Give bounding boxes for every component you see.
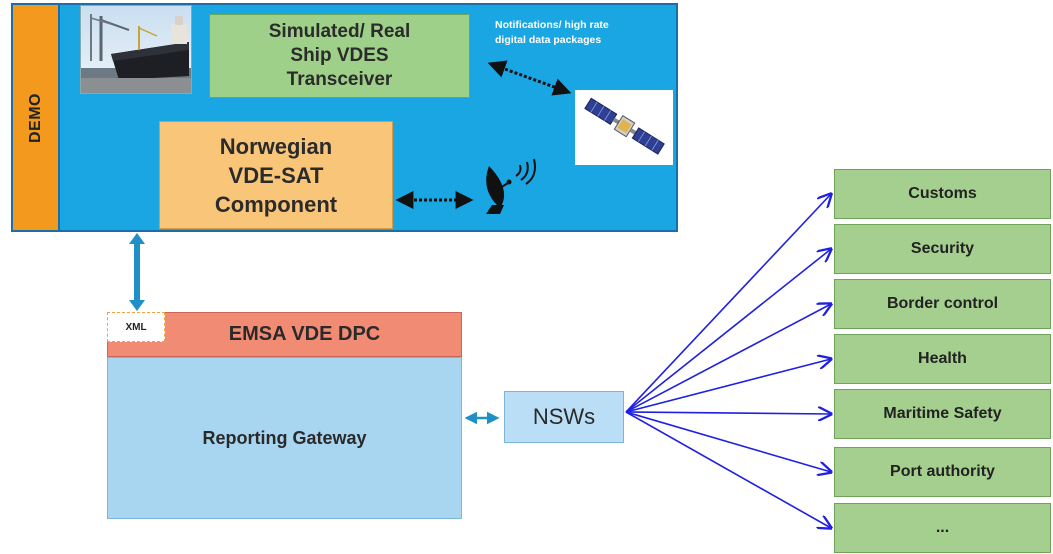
connector-port-authority [625,411,831,472]
notifications-line-2: digital data packages [495,34,602,46]
transceiver-line-1: Simulated/ Real [268,21,411,42]
agency-label: Maritime Safety [883,405,1002,422]
satellite-photo [575,90,673,165]
reporting-gateway-box: Reporting Gateway [107,357,462,519]
connector-maritime-safety [625,412,831,414]
agency-label: Health [918,350,967,367]
agency-label: ... [935,519,950,536]
nsws-box: NSWs [504,391,624,443]
agency-label: Security [910,240,975,257]
emsa-vde-dpc-label: EMSA VDE DPC [228,323,381,345]
notifications-line-1: Notifications/ high rate [495,19,609,31]
agency-maritime-safety: Maritime Safety [834,389,1051,439]
agency-border-control: Border control [834,279,1051,329]
connector-more [625,411,831,528]
emsa-vde-dpc-box: EMSA VDE DPC [107,312,462,357]
agency-customs: Customs [834,169,1051,219]
connector-security [625,249,831,413]
vdesat-line-1: Norwegian [219,133,333,159]
agency-label: Border control [886,295,999,312]
demo-to-emsa-arrow [129,233,145,311]
nsws-fanout [625,194,831,528]
reporting-gateway-label: Reporting Gateway [202,427,367,448]
agency-port-authority: Port authority [834,447,1051,497]
agency-more: ... [834,503,1051,553]
nsws-label: NSWs [532,404,596,429]
connector-customs [625,194,831,413]
xml-label: XML [125,321,147,333]
satellite-dish-icon [486,158,536,214]
cargo-ship-photo [80,5,192,94]
agency-label: Customs [908,185,977,202]
agency-security: Security [834,224,1051,274]
notifications-label: Notifications/ high rate digital data pa… [495,18,665,48]
xml-tag: XML [107,312,165,342]
agency-label: Port authority [890,463,995,480]
agency-health: Health [834,334,1051,384]
vde-sat-component-box: Norwegian VDE-SAT Component [159,121,393,229]
transceiver-line-3: Transceiver [286,69,393,90]
connector-border-control [625,304,831,413]
transceiver-line-2: Ship VDES [290,45,389,66]
ship-vdes-transceiver-box: Simulated/ Real Ship VDES Transceiver [209,14,470,98]
vdesat-line-3: Component [214,191,338,217]
demo-strip [11,3,60,232]
vdesat-line-2: VDE-SAT [228,162,324,188]
link-transceiver-satellite [487,60,572,96]
connector-health [625,359,831,413]
